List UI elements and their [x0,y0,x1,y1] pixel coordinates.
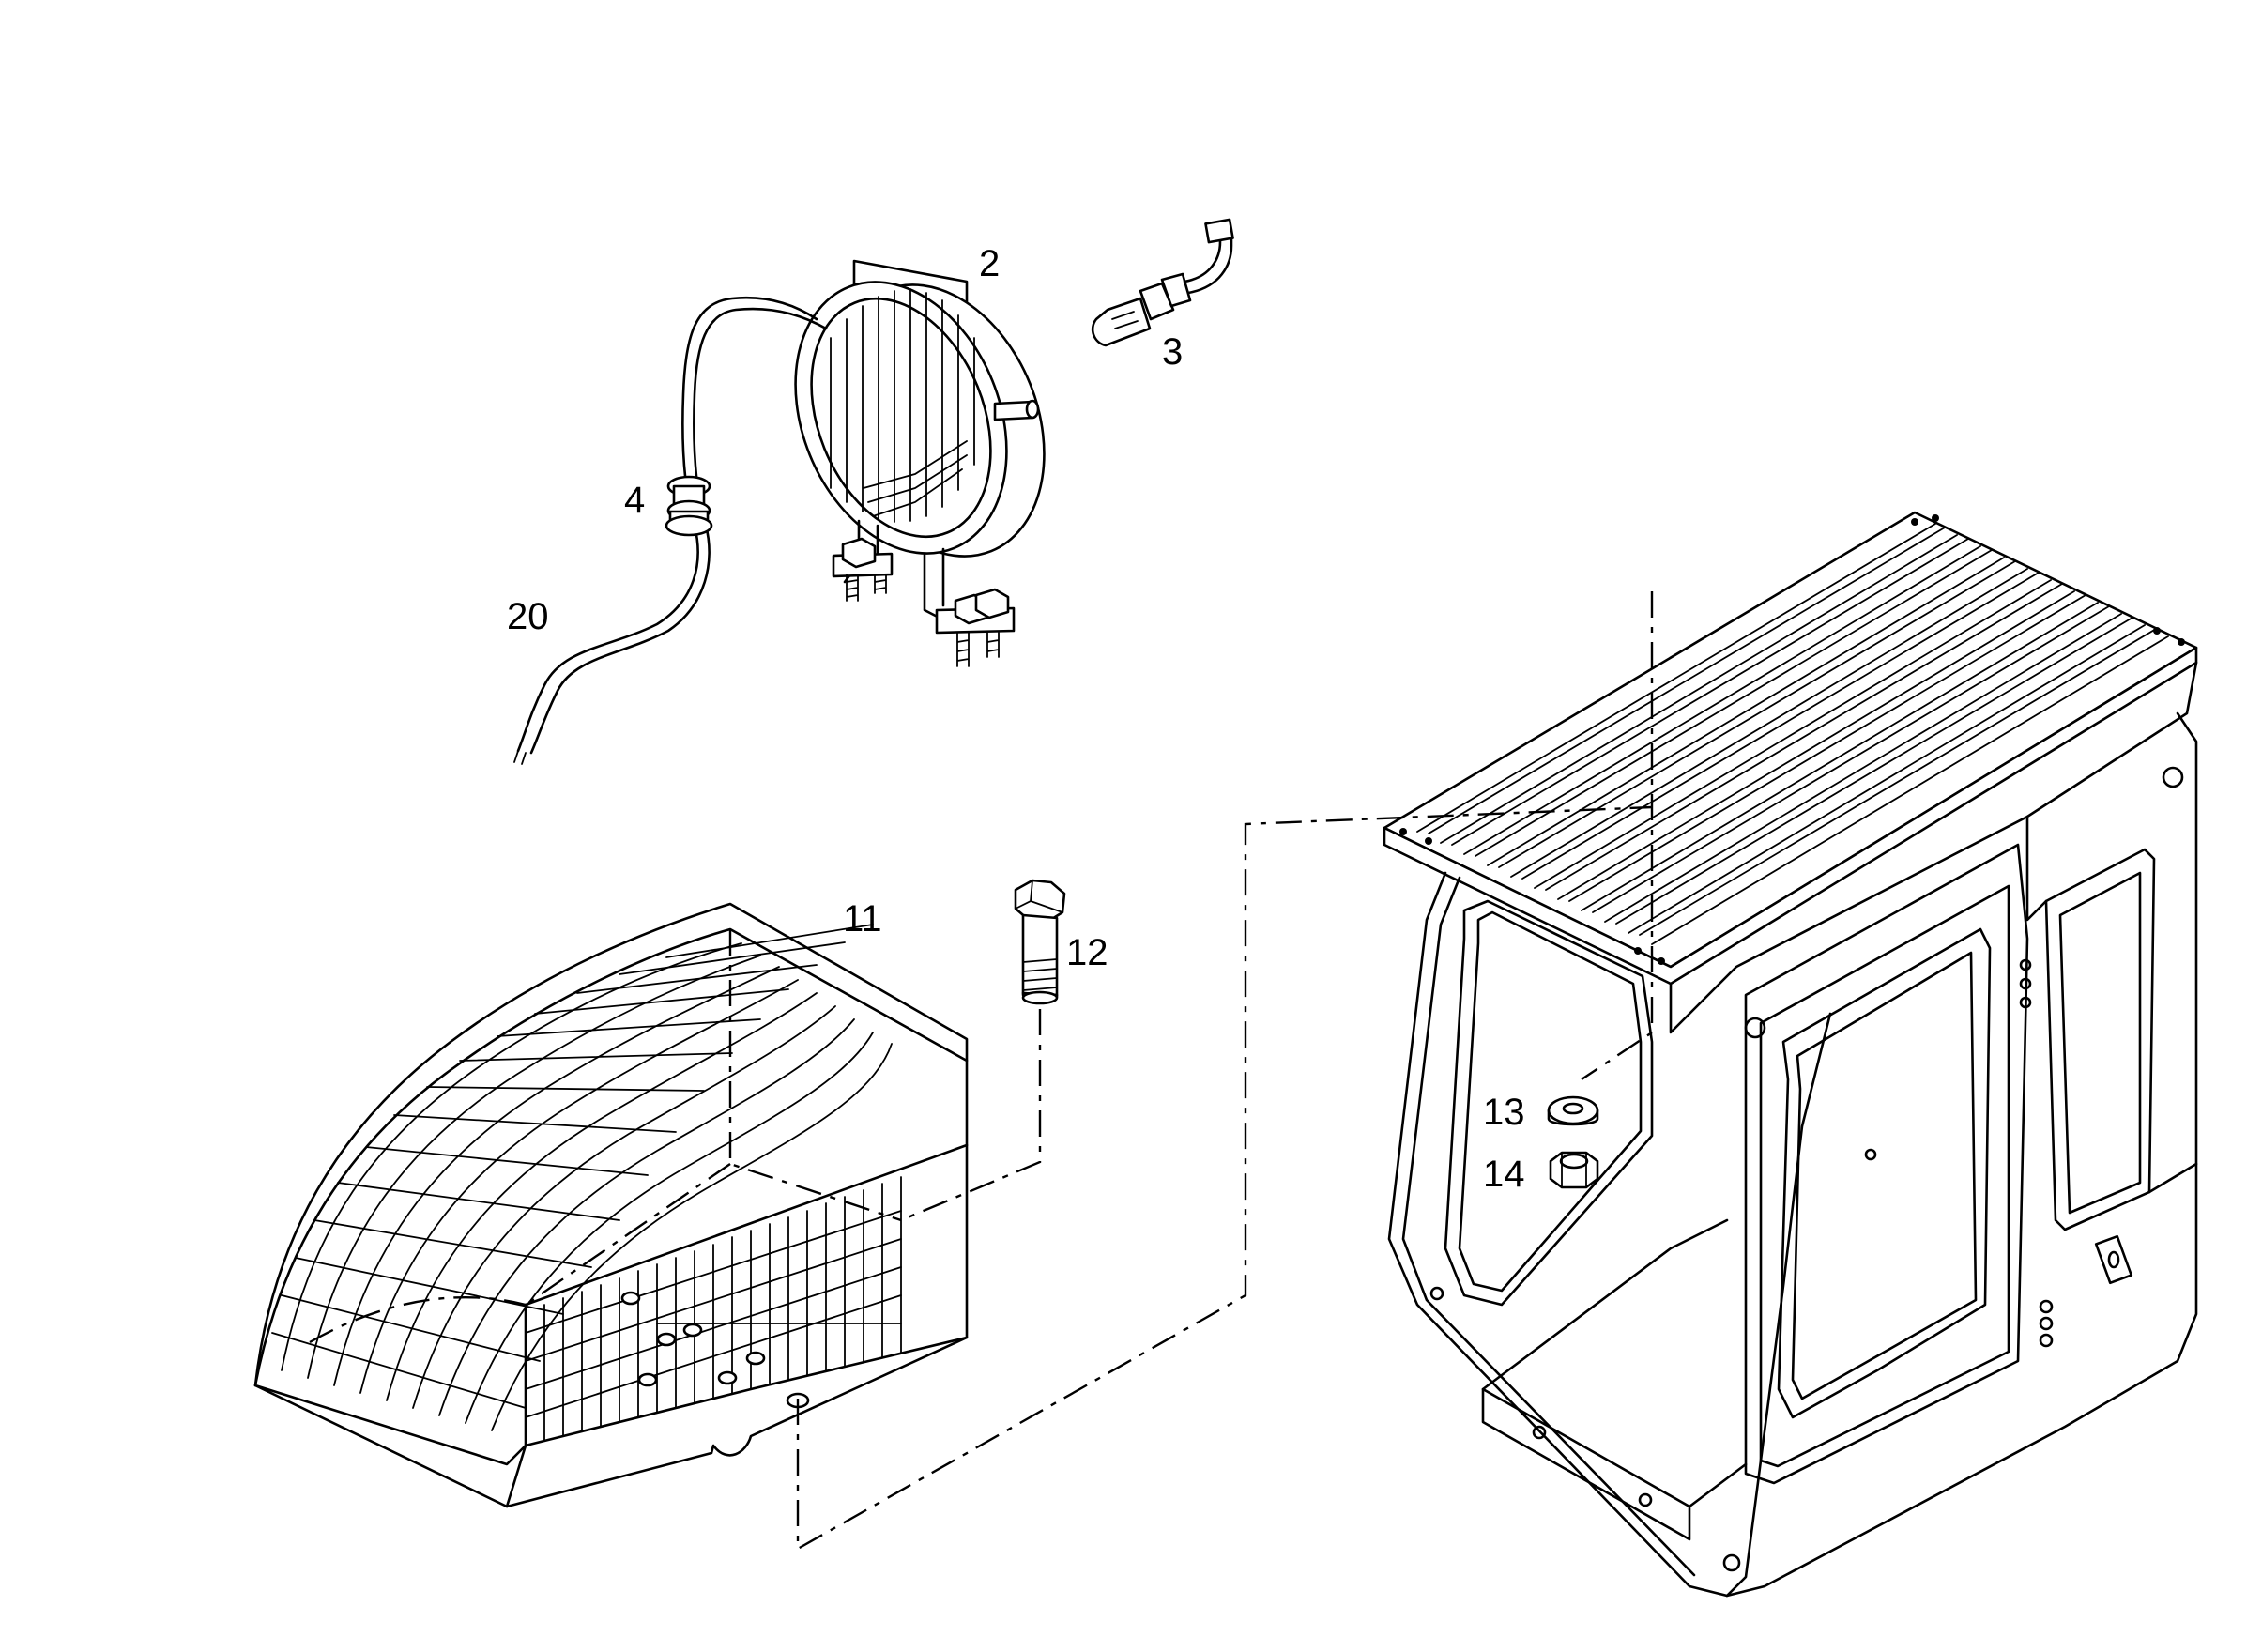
callout-4: 4 [624,480,645,521]
callout-13: 13 [1483,1092,1525,1133]
washer[interactable] [1547,1095,1599,1126]
work-lamp[interactable] [757,251,1082,667]
callout-14: 14 [1483,1154,1525,1195]
callout-labels: 2 3 4 20 11 12 13 14 [507,243,1525,1195]
callout-2: 2 [979,243,1000,284]
callout-12: 12 [1066,932,1108,973]
callout-11: 11 [843,898,882,940]
operator-cab[interactable] [1383,511,2198,1598]
cable-grommet[interactable] [665,475,713,537]
hex-nut[interactable] [1549,1151,1599,1189]
hex-bolt[interactable] [1014,879,1066,1005]
protective-grille[interactable] [253,902,969,1508]
callout-20: 20 [507,596,549,637]
assembly-lines [796,591,1654,1552]
lamp-bulb[interactable] [1091,218,1234,347]
callout-3: 3 [1162,331,1183,373]
